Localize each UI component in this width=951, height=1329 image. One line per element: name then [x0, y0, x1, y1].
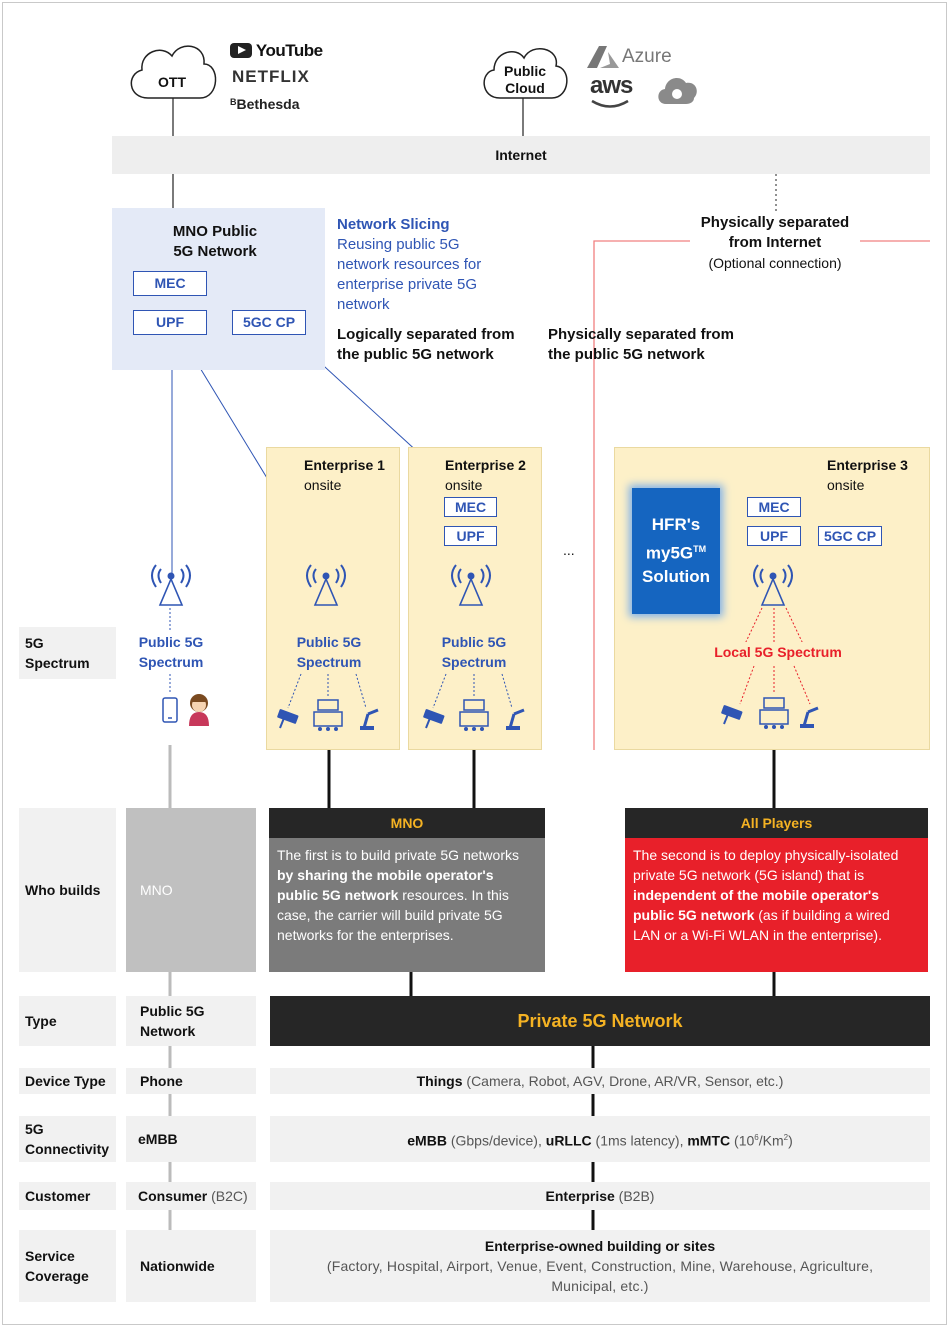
- robot-agv-icon: [313, 699, 343, 731]
- who-builds-mno-public: MNO: [126, 808, 256, 972]
- enterprise-3-upf-box: UPF: [747, 526, 801, 546]
- internet-bar: Internet: [112, 136, 930, 174]
- device-things: Things (Camera, Robot, AGV, Drone, AR/VR…: [270, 1068, 930, 1094]
- row-label-who-builds: Who builds: [19, 808, 116, 972]
- mno-tower: [146, 557, 196, 612]
- enterprise-2-mec-box: MEC: [444, 497, 497, 517]
- mno-mec-box: MEC: [133, 271, 207, 296]
- robot-arm-icon: [506, 708, 525, 730]
- cell-tower-icon: [151, 564, 191, 606]
- mno-description: The first is to build private 5G network…: [269, 838, 545, 972]
- camera-icon: [277, 709, 299, 729]
- mno-5gc-cp-box: 5GC CP: [232, 310, 306, 335]
- ellipsis: ...: [563, 542, 575, 558]
- robot-agv-icon: [459, 699, 489, 731]
- youtube-logo: YouTube: [230, 41, 323, 61]
- row-label-device-type: Device Type: [19, 1068, 116, 1094]
- enterprise-1-devices: [277, 673, 379, 731]
- netflix-logo: NETFLIX: [232, 67, 310, 86]
- aws-logo: aws: [590, 72, 633, 99]
- row-label-type: Type: [19, 996, 116, 1046]
- phone-icon: [162, 697, 178, 723]
- physically-separated-internet-note: Physically separated from Internet (Opti…: [690, 213, 860, 273]
- cell-tower-icon: [306, 564, 346, 606]
- type-private: Private 5G Network: [270, 996, 930, 1046]
- robot-agv-icon: [759, 697, 789, 729]
- google-cloud-icon: [658, 78, 697, 104]
- row-label-customer: Customer: [19, 1182, 116, 1210]
- local-5g-spectrum-label: Local 5G Spectrum: [700, 642, 856, 662]
- connectivity-embb: eMBB: [126, 1116, 256, 1162]
- mno-header: MNO: [269, 808, 545, 838]
- enterprise-2-upf-box: UPF: [444, 526, 497, 546]
- enterprise-3-mec-box: MEC: [747, 497, 801, 517]
- enterprise-2-devices: [423, 673, 525, 731]
- connectivity-private: eMBB (Gbps/device), uRLLC (1ms latency),…: [270, 1116, 930, 1162]
- all-players-header: All Players: [625, 808, 928, 838]
- all-players-description: The second is to deploy physically-isola…: [625, 838, 928, 972]
- camera-icon: [721, 705, 743, 725]
- bethesda-logo: BBethesda: [230, 96, 300, 112]
- ott-cloud-shape: [130, 45, 217, 99]
- customer-consumer: Consumer (B2C): [126, 1182, 256, 1210]
- device-phone: Phone: [126, 1068, 256, 1094]
- coverage-enterprise: Enterprise-owned building or sites(Facto…: [270, 1230, 930, 1302]
- enterprise-3-5gc-cp-box: 5GC CP: [818, 526, 882, 546]
- enterprise-3-tower: [748, 557, 798, 612]
- enterprise-1-tower: [301, 557, 351, 612]
- cell-tower-icon: [451, 564, 491, 606]
- user-avatar-icon: [189, 694, 209, 726]
- robot-arm-icon: [360, 708, 379, 730]
- mno-upf-box: UPF: [133, 310, 207, 335]
- robot-arm-icon: [800, 706, 819, 728]
- azure-icon: [587, 46, 619, 68]
- azure-text: Azure: [622, 46, 672, 67]
- azure-logo: [586, 44, 620, 75]
- camera-icon: [423, 709, 445, 729]
- enterprise-3-devices: [721, 697, 819, 729]
- public-cloud-shape: [483, 48, 568, 99]
- aws-smile-icon: [591, 99, 629, 108]
- ott-label: OTT: [158, 74, 186, 90]
- enterprise-3-red-links: [739, 607, 811, 705]
- cell-tower-icon: [753, 564, 793, 606]
- customer-enterprise: Enterprise (B2B): [270, 1182, 930, 1210]
- coverage-nationwide: Nationwide: [126, 1230, 256, 1302]
- hfr-my5g-solution: HFR's my5GTM Solution: [632, 488, 720, 614]
- enterprise-2-tower: [446, 557, 496, 612]
- network-slicing-title: Network Slicing: [337, 216, 450, 233]
